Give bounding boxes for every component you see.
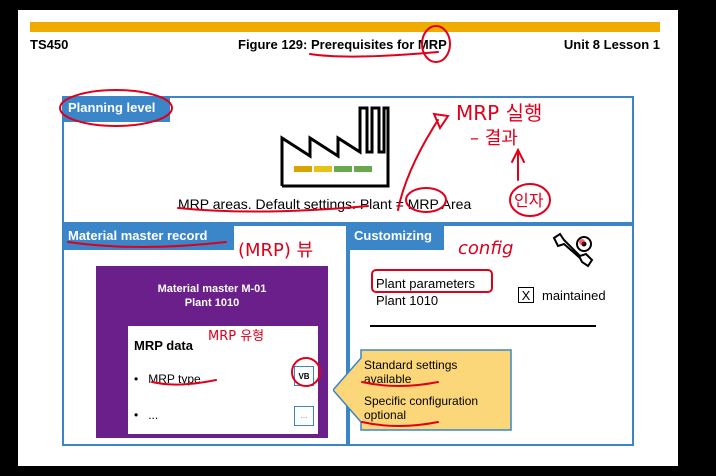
- lesson-label: Unit 8 Lesson 1: [563, 37, 660, 52]
- factory-icon: [280, 106, 390, 188]
- mrp-data-heading: MRP data: [134, 338, 193, 353]
- accent-bar: [30, 22, 660, 32]
- maintained-label: maintained: [542, 288, 606, 303]
- other-field-label: ...: [148, 408, 159, 422]
- mrp-data-section: MRP data • MRP type VB • ... ...: [128, 326, 318, 434]
- callout-line-4: optional: [364, 408, 407, 422]
- slide-page: TS450 Figure 129: Prerequisites for MRP …: [18, 10, 678, 466]
- material-number: Material master M-01: [157, 283, 267, 295]
- mrp-type-row: • MRP type: [134, 372, 201, 386]
- planning-level-tab: Planning level: [62, 96, 170, 122]
- other-field-row: • ...: [134, 408, 159, 422]
- course-code: TS450: [30, 37, 69, 52]
- material-master-tab: Material master record: [62, 224, 234, 250]
- mrp-type-value[interactable]: VB: [294, 366, 314, 386]
- callout-line-3: Specific configuration: [364, 394, 479, 408]
- callout-line-1: Standard settings: [364, 358, 458, 372]
- customizing-tab: Customizing: [348, 224, 444, 250]
- plant-label: Plant 1010: [376, 293, 439, 308]
- figure-title: Figure 129: Prerequisites for MRP: [238, 37, 447, 52]
- material-plant: Plant 1010: [184, 297, 240, 309]
- callout-line-2: available: [364, 372, 412, 386]
- maintained-checkbox[interactable]: X: [518, 287, 534, 303]
- mrp-area-caption: MRP areas. Default settings: Plant = MRP…: [178, 196, 472, 212]
- wrench-gear-icon: [552, 232, 594, 268]
- material-master-card: Material master M-01 Plant 1010 MRP data…: [96, 266, 328, 438]
- other-field-value[interactable]: ...: [294, 406, 314, 426]
- divider-line: [370, 325, 596, 327]
- mrp-type-label: MRP type: [148, 372, 201, 386]
- plant-parameters-label: Plant parameters: [376, 276, 475, 291]
